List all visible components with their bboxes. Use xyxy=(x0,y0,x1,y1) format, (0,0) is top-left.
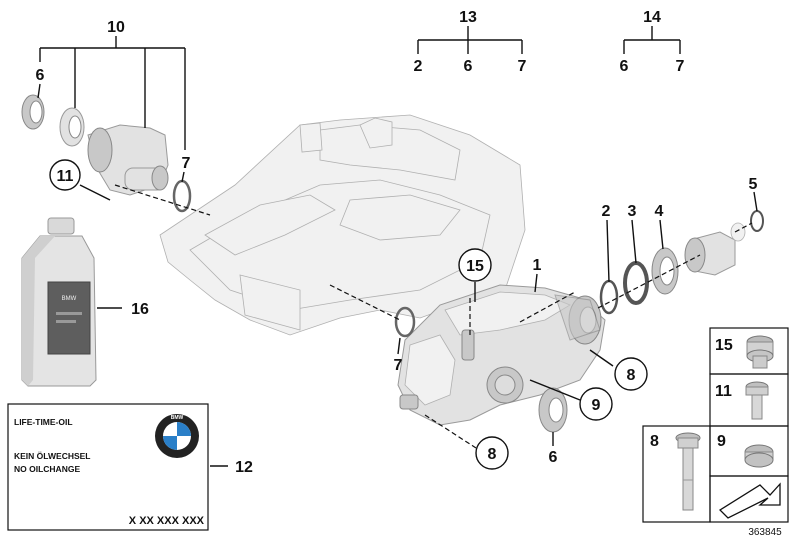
bmw-logo-letters: BMW xyxy=(171,415,184,421)
bolt-8-icon xyxy=(675,432,701,511)
callout-11: 11 xyxy=(57,168,74,185)
callout-6-bottom: 6 xyxy=(549,449,558,466)
callout-circle-11 xyxy=(49,159,81,191)
callout-6-topleft: 6 xyxy=(36,67,45,84)
plug-9-icon xyxy=(744,444,774,468)
label-part-code: X XX XXX XXX xyxy=(129,515,205,527)
label-line-kein-oelwechsel: KEIN ÖLWECHSEL xyxy=(14,451,91,461)
shim-ring-2 xyxy=(599,279,619,315)
ring-3 xyxy=(623,261,649,305)
callout-circle-8-bottom xyxy=(475,436,509,470)
callout-13-7: 7 xyxy=(518,58,527,75)
callout-8-bottom: 8 xyxy=(488,446,497,463)
label-line-no-oilchange: NO OILCHANGE xyxy=(14,464,80,474)
oil-label-12: LIFE-TIME-OIL KEIN ÖLWECHSEL NO OILCHANG… xyxy=(7,403,209,531)
callout-circle-9 xyxy=(579,387,613,421)
seal-ring-6-topleft xyxy=(21,94,45,130)
ring-4 xyxy=(651,247,679,295)
flange-housing-10 xyxy=(87,124,169,196)
callout-14: 14 xyxy=(643,9,661,26)
oil-pan-illustration xyxy=(159,114,526,336)
callout-4: 4 xyxy=(655,203,664,220)
diagram-id: 363845 xyxy=(748,527,782,538)
bottle-label-text: BMW xyxy=(62,296,77,302)
grid-label-9: 9 xyxy=(717,433,726,450)
arrow-icon xyxy=(718,482,781,519)
bmw-logo-icon: BMW xyxy=(155,414,199,458)
callout-13-6: 6 xyxy=(464,58,473,75)
grid-label-15: 15 xyxy=(715,337,733,354)
parts-grid: 15 11 8 9 xyxy=(642,327,789,538)
callout-8-right: 8 xyxy=(627,367,636,384)
oil-bottle-16: BMW xyxy=(21,217,97,387)
grid-label-11: 11 xyxy=(715,383,732,400)
bearing-10 xyxy=(59,107,85,147)
callout-14-7: 7 xyxy=(676,58,685,75)
callout-16: 16 xyxy=(131,301,149,318)
callout-1: 1 xyxy=(533,257,542,274)
callout-12: 12 xyxy=(235,459,253,476)
circlip-5 xyxy=(750,210,764,232)
callout-5: 5 xyxy=(749,176,758,193)
callout-10: 10 xyxy=(107,19,125,36)
leader-lines xyxy=(37,26,758,467)
flange-shaft-right xyxy=(684,222,746,276)
callout-14-6: 6 xyxy=(620,58,629,75)
o-ring-7-topleft xyxy=(172,179,192,213)
seal-6-bottom xyxy=(538,387,568,433)
label-frame xyxy=(7,403,209,531)
callout-15: 15 xyxy=(466,258,484,275)
callout-13: 13 xyxy=(459,9,477,26)
o-ring-7-center xyxy=(394,306,416,338)
callout-13-2: 2 xyxy=(414,58,423,75)
grid-cell-arrow xyxy=(709,475,789,523)
callout-3: 3 xyxy=(628,203,637,220)
callout-2: 2 xyxy=(602,203,611,220)
callout-7-topleft: 7 xyxy=(182,155,191,172)
label-line-life-time-oil: LIFE-TIME-OIL xyxy=(14,417,73,427)
grid-label-8: 8 xyxy=(650,433,659,450)
plug-15-icon xyxy=(746,335,774,369)
callout-7-center: 7 xyxy=(394,357,403,374)
callout-circle-15 xyxy=(458,248,492,282)
grid-cell-11 xyxy=(709,373,789,427)
callout-numbers: 10 6 7 11 13 2 6 7 14 6 7 5 2 3 4 1 15 7… xyxy=(36,9,758,476)
callout-circle-8-right xyxy=(614,357,648,391)
callout-9: 9 xyxy=(592,397,601,414)
bolt-11-icon xyxy=(745,381,769,420)
